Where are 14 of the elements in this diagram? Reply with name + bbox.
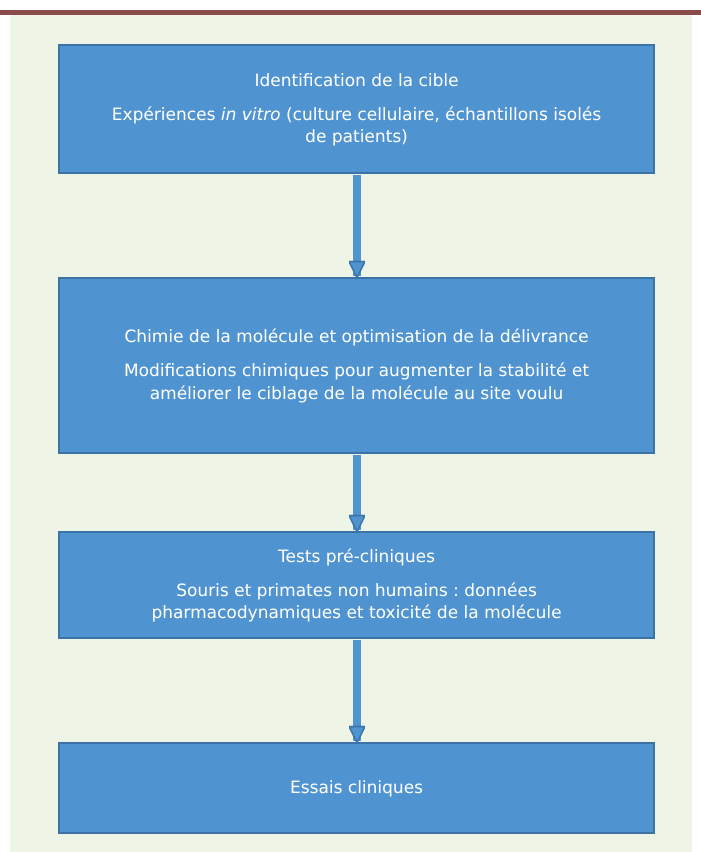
process-box <box>58 531 655 639</box>
step-title: Identification de la cible <box>254 70 459 92</box>
arrow <box>348 640 366 744</box>
process-box <box>58 742 655 834</box>
step-description: Essais cliniques <box>290 776 424 800</box>
process-box <box>58 44 655 174</box>
step-title: Tests pré-cliniques <box>278 546 435 568</box>
arrow <box>348 455 366 532</box>
arrow <box>348 175 366 278</box>
step-title: Chimie de la molécule et optimisation de la délivrance <box>124 326 589 348</box>
step-description: Expériences in vitro (culture cellulaire, échantillons isolés de patients) <box>110 104 602 148</box>
step-description: Souris et primates non humains : données pharmacodynamiques et toxicité de la molécule <box>150 580 563 624</box>
step-description: Modifications chimiques pour augmenter la stabilité et améliorer le ciblage de la molécule au site voulu <box>122 360 590 405</box>
process-box <box>58 277 655 454</box>
